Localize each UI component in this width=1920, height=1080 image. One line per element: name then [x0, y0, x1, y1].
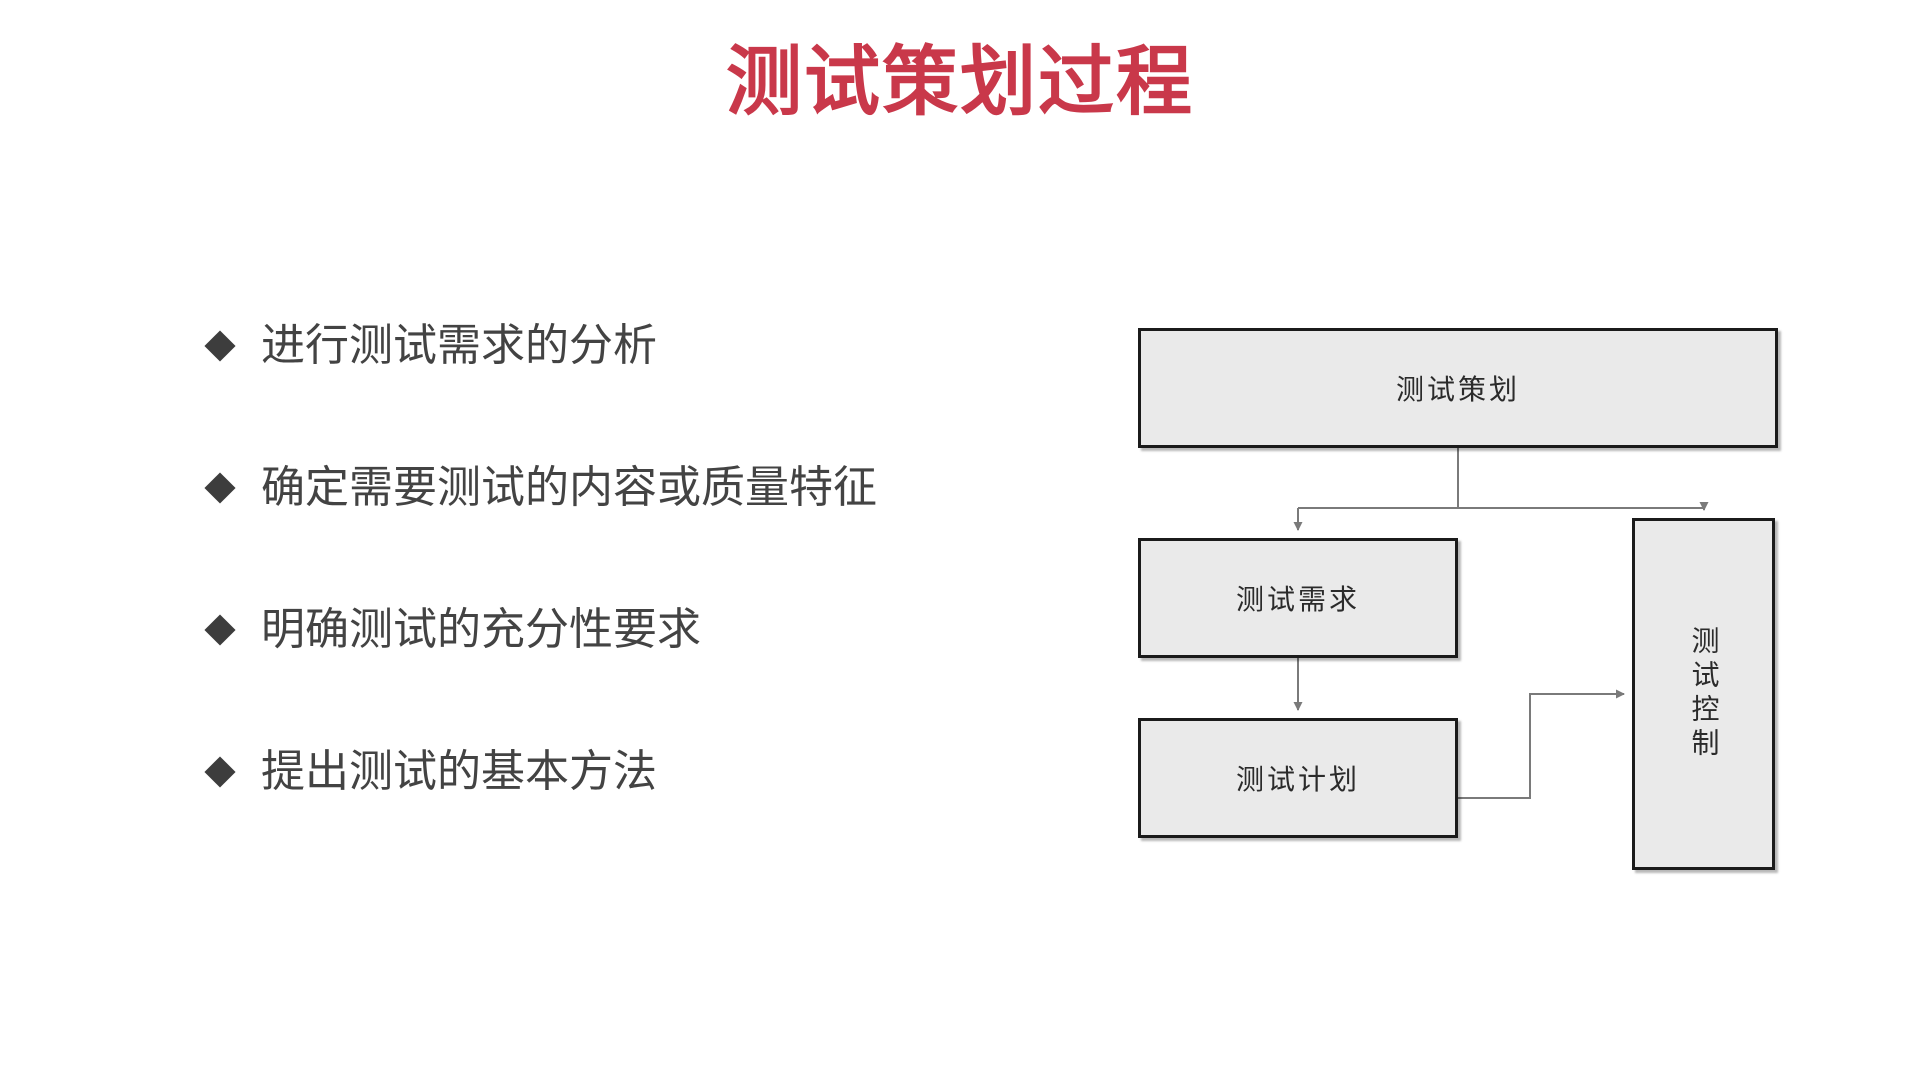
list-item: 明确测试的充分性要求 — [205, 594, 1085, 666]
page-title: 测试策划过程 — [726, 37, 1194, 126]
diamond-bullet-icon — [205, 331, 235, 361]
flow-node-label: 测试需求 — [1235, 583, 1360, 616]
list-item: 进行测试需求的分析 — [205, 310, 1085, 382]
bullet-label: 明确测试的充分性要求 — [261, 603, 701, 655]
flow-node-label: 测试策划 — [1395, 373, 1520, 406]
flow-node-plan[interactable]: 测试计划 — [1138, 718, 1458, 838]
flow-node-planning[interactable]: 测试策划 — [1138, 328, 1778, 448]
bullet-list: 进行测试需求的分析 确定需要测试的内容或质量特征 明确测试的充分性要求 提出测试… — [205, 310, 1085, 808]
flowchart-diagram: 测试策划 测试需求 测试计划 测试控制 — [1130, 320, 1830, 890]
bullet-label: 进行测试需求的分析 — [261, 319, 657, 371]
bullet-label: 确定需要测试的内容或质量特征 — [261, 461, 877, 513]
list-item: 提出测试的基本方法 — [205, 736, 1085, 808]
diamond-bullet-icon — [205, 615, 235, 645]
list-item: 确定需要测试的内容或质量特征 — [205, 452, 1085, 524]
flow-node-label: 测试控制 — [1687, 626, 1721, 762]
flowchart-connectors — [1293, 448, 1709, 799]
diamond-bullet-icon — [205, 757, 235, 787]
flow-node-label: 测试计划 — [1235, 763, 1360, 796]
connector-plan-to-control — [1458, 689, 1625, 799]
flow-node-requirement[interactable]: 测试需求 — [1138, 538, 1458, 658]
bullet-label: 提出测试的基本方法 — [261, 745, 657, 797]
diamond-bullet-icon — [205, 473, 235, 503]
flow-node-control[interactable]: 测试控制 — [1632, 518, 1775, 870]
